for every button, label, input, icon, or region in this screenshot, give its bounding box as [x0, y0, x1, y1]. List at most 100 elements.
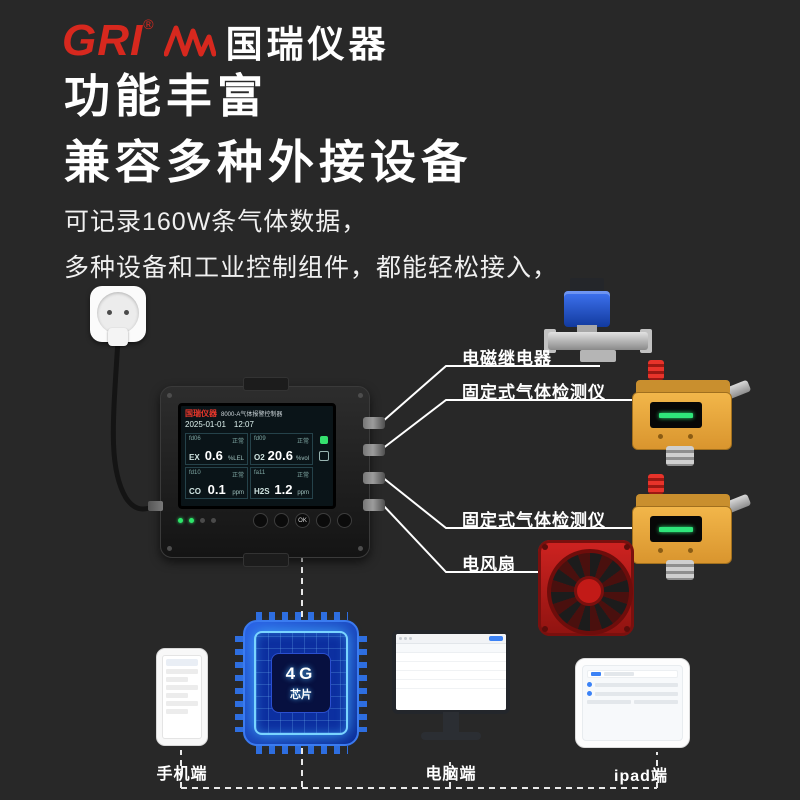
detector-sensor [666, 560, 694, 580]
screen-datetime: 2025-01-01 12:07 [185, 420, 254, 429]
gas-detector-1 [632, 360, 752, 468]
gas-alarm-controller: 国瑞仪器 8000-A气体报警控制器 2025-01-01 12:07 fd06… [148, 377, 385, 567]
brand-gri-text: GRI [62, 16, 144, 65]
menu-button [253, 513, 268, 528]
fan-hub [574, 576, 604, 606]
ipad-ui-tab [591, 672, 601, 676]
monitor-base [421, 732, 481, 740]
monitor-stand [443, 712, 459, 734]
channel-value: 1.2 [274, 482, 293, 497]
channel-id: fd06 [189, 436, 201, 442]
screw [167, 546, 172, 551]
valve-base [580, 350, 616, 362]
screen-time: 12:07 [233, 420, 254, 429]
power-outlet [90, 286, 146, 346]
ipad-screen [582, 665, 683, 741]
screw [358, 393, 363, 398]
channel-id: fa11 [254, 470, 266, 476]
ok-button: OK [295, 513, 310, 528]
channel-gas: O2 [254, 453, 265, 462]
phone-ui-line [166, 701, 198, 706]
chip-core: 4G 芯片 [271, 653, 331, 713]
phone-device [156, 648, 208, 746]
phone-ui-line [166, 685, 198, 690]
cable-gland [363, 472, 385, 484]
detector-display [650, 516, 702, 542]
left-button [274, 513, 289, 528]
fan-bolt [542, 544, 548, 550]
indicator-icon [319, 451, 329, 461]
channel-value: 20.6 [267, 448, 293, 463]
alarm-beacon-icon [648, 474, 664, 494]
detector-button [688, 548, 693, 553]
gas-detector-2 [632, 474, 752, 582]
channel-unit: %LEL [227, 456, 244, 462]
pc-screen [396, 634, 506, 710]
4g-chip-device: 4G 芯片 [243, 620, 359, 746]
channel-gas: CO [189, 487, 201, 496]
cable-gland [363, 417, 385, 429]
device-screen: 国瑞仪器 8000-A气体报警控制器 2025-01-01 12:07 fd06… [178, 403, 336, 509]
channel-unit: ppm [297, 490, 309, 496]
outlet-hole [107, 310, 112, 315]
back-button [337, 513, 352, 528]
screw [358, 546, 363, 551]
brand-cn-text: 国瑞仪器 [225, 24, 390, 65]
channel-id: fd09 [254, 436, 266, 442]
channel-status: 正常 [231, 473, 244, 479]
cable-gland [363, 499, 385, 511]
channel-status: 正常 [296, 439, 309, 445]
waveform-icon [163, 25, 216, 57]
chip-pins [359, 636, 367, 732]
headline-2: 兼容多种外接设备 [64, 136, 472, 188]
channel-value: 0.6 [204, 448, 223, 463]
channel-gas: EX [189, 453, 200, 462]
valve-connector [570, 278, 604, 293]
chip-pins [256, 746, 348, 754]
alarm-beacon-icon [648, 360, 664, 380]
chip-pins [235, 636, 243, 732]
screen-date: 2025-01-01 [185, 420, 226, 429]
fan-bolt [624, 626, 630, 632]
pc-ui-table-row [396, 653, 506, 662]
chip-label-cn: 芯片 [290, 689, 312, 701]
pc-label: 电脑端 [425, 766, 477, 783]
channel-unit: %vol [295, 456, 309, 462]
valve-nut [577, 325, 597, 333]
channel-status: 正常 [296, 473, 309, 479]
channel-id: fd10 [189, 470, 201, 476]
alarm-led [200, 518, 205, 523]
headline-1: 功能丰富 [64, 70, 268, 122]
brand-logo: GRI® 国瑞仪器 [62, 14, 390, 68]
pc-ui-table-row [396, 671, 506, 680]
detector-button [658, 434, 663, 439]
pc-device [392, 630, 510, 714]
pc-ui-table-row [396, 680, 506, 689]
screen-indicators [318, 436, 330, 461]
phone-ui-line [166, 669, 198, 674]
phone-screen [162, 655, 202, 739]
channel-gas: H2S [254, 487, 270, 496]
phone-label: 手机端 [156, 766, 208, 783]
relay-label: 电磁继电器 [462, 349, 552, 368]
right-button [316, 513, 331, 528]
detector-display [650, 402, 702, 428]
channel-unit: ppm [232, 490, 244, 496]
phone-ui-header [166, 659, 198, 666]
valve-coil [564, 291, 610, 327]
phone-ui-line [166, 677, 189, 682]
ipad-device [575, 658, 690, 748]
registered-mark: ® [143, 16, 154, 32]
phone-ui-line [166, 709, 189, 714]
power-gland [148, 501, 163, 511]
screen-header: 国瑞仪器 8000-A气体报警控制器 [185, 408, 282, 419]
ipad-label: ipad端 [614, 768, 668, 785]
detector-button [688, 434, 693, 439]
indicator-ok-icon [320, 436, 328, 444]
power-led [178, 518, 183, 523]
